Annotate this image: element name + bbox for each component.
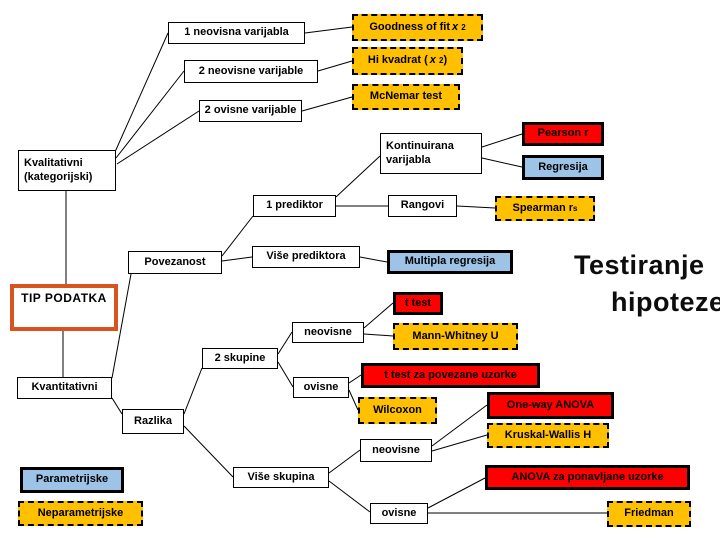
node-kvalitativni: Kvalitativni (kategorijski) — [18, 150, 116, 191]
test-label: Spearman r — [512, 201, 574, 214]
chi-symbol: x — [452, 20, 459, 33]
node-1-neovisna-varijabla: 1 neovisna varijabla — [168, 22, 305, 44]
node-2-neovisne-varijable: 2 neovisne varijable — [184, 60, 318, 83]
test-hi-kvadrat: Hi kvadrat (x 2) — [352, 47, 463, 75]
node-2-skupine: 2 skupine — [202, 348, 278, 369]
diagram-title-line1: Testiranje — [574, 250, 705, 280]
test-label: Goodness of fit — [369, 20, 451, 33]
node-vise-skupina: Više skupina — [233, 467, 329, 488]
node-2-ovisne-varijable: 2 ovisne varijable — [199, 100, 302, 122]
node-ovisne-vise-skupina: ovisne — [370, 503, 428, 524]
node-ovisne-2-skupine: ovisne — [293, 377, 349, 398]
node-kontinuirana-varijabla: Kontinuirana varijabla — [380, 133, 482, 174]
test-mcnemar: McNemar test — [352, 84, 460, 110]
node-vise-prediktora: Više prediktora — [252, 246, 360, 268]
node-razlika: Razlika — [122, 409, 184, 434]
legend-neparametrijske: Neparametrijske — [18, 501, 143, 526]
test-one-way-anova: One-way ANOVA — [487, 392, 614, 419]
diagram-title-line2: hipoteze — [611, 287, 720, 317]
test-label: Hi kvadrat ( — [367, 54, 428, 67]
test-multipla-regresija: Multipla regresija — [387, 250, 513, 274]
node-tip-podatka: TIP PODATKA — [10, 284, 118, 331]
node-rangovi: Rangovi — [388, 195, 457, 217]
test-pearson-r: Pearson r — [522, 122, 604, 146]
test-mann-whitney-u: Mann-Whitney U — [393, 323, 518, 350]
test-t-test: t test — [393, 292, 443, 315]
test-friedman: Friedman — [607, 501, 691, 527]
node-povezanost: Povezanost — [128, 251, 222, 274]
test-label: ) — [443, 54, 448, 67]
node-neovisne-vise-skupina: neovisne — [360, 439, 432, 462]
test-anova-ponavljane: ANOVA za ponavljane uzorke — [485, 465, 690, 490]
node-kvantitativni: Kvantitativni — [17, 377, 112, 399]
test-t-test-povezani-uzorci: t test za povezane uzorke — [361, 363, 540, 388]
node-neovisne-2-skupine: neovisne — [292, 322, 364, 343]
test-wilcoxon: Wilcoxon — [358, 397, 437, 424]
test-kruskal-wallis-h: Kruskal-Wallis H — [487, 423, 609, 448]
chi-symbol: x — [429, 54, 436, 67]
legend-parametrijske: Parametrijske — [20, 467, 124, 493]
test-regresija: Regresija — [522, 155, 604, 180]
test-goodness-of-fit: Goodness of fit x 2 — [352, 14, 483, 41]
node-1-prediktor: 1 prediktor — [253, 195, 336, 217]
